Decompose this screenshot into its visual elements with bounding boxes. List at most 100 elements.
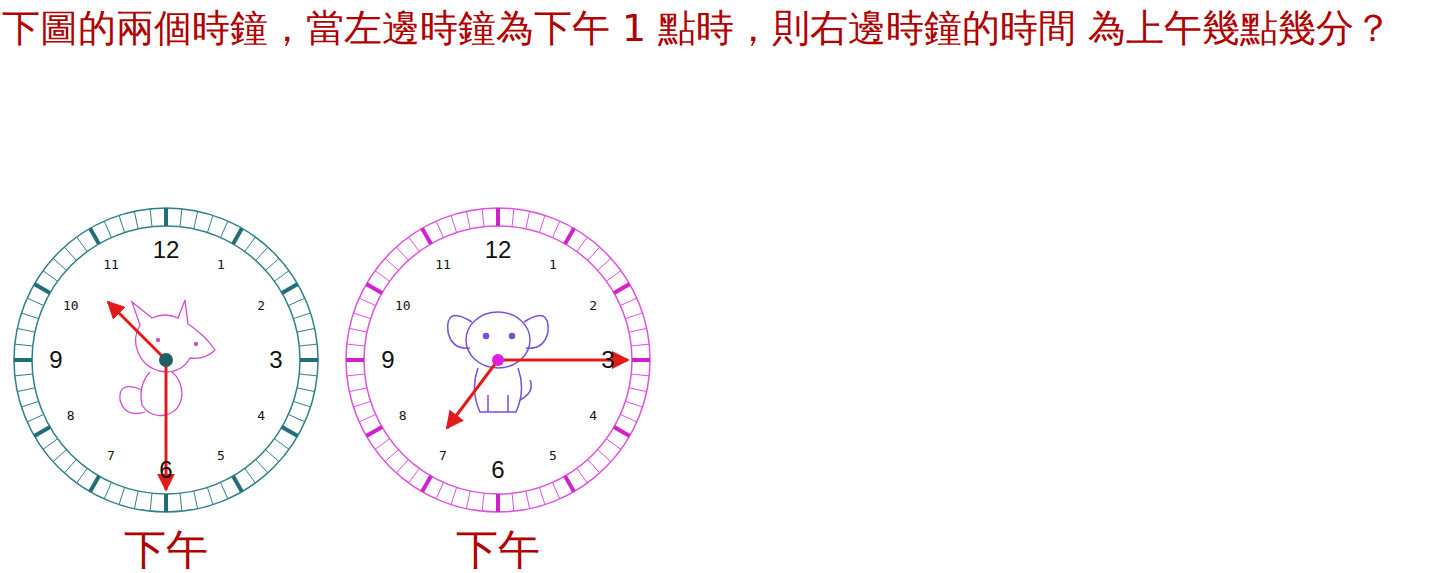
minute-tick <box>359 415 375 422</box>
minute-tick <box>282 427 298 436</box>
minute-tick <box>245 237 256 252</box>
minute-tick <box>396 247 408 260</box>
minute-tick <box>553 482 560 498</box>
minute-tick <box>436 482 443 498</box>
minute-tick <box>299 374 317 376</box>
minute-tick <box>77 468 88 483</box>
time-caption: 下午 <box>124 529 208 571</box>
minute-tick <box>180 493 182 511</box>
minute-tick <box>119 487 125 504</box>
minute-tick <box>134 491 138 509</box>
clock-number: 1 <box>549 258 557 271</box>
minute-tick <box>366 427 382 436</box>
dog-mascot <box>448 312 548 412</box>
minute-tick <box>409 237 420 252</box>
minute-tick <box>43 439 58 450</box>
minute-tick <box>553 221 560 237</box>
minute-tick <box>620 298 636 305</box>
minute-tick <box>496 494 500 512</box>
minute-tick <box>17 328 35 332</box>
minute-tick <box>274 271 289 282</box>
minute-tick <box>207 215 213 232</box>
clock-number: 11 <box>435 258 451 271</box>
minute-tick <box>631 344 649 346</box>
clock-number: 12 <box>485 238 512 262</box>
minute-tick <box>27 298 43 305</box>
minute-tick <box>297 328 315 332</box>
minute-tick <box>43 271 58 282</box>
minute-tick <box>119 215 125 232</box>
minute-tick <box>436 221 443 237</box>
minute-tick <box>526 211 530 229</box>
clock-hands <box>108 302 628 490</box>
clock-rim <box>364 226 632 494</box>
minute-tick <box>539 215 545 232</box>
minute-tick <box>565 476 574 492</box>
clock-number: 11 <box>103 258 119 271</box>
minute-tick <box>134 211 138 229</box>
minute-tick <box>598 258 611 270</box>
minute-tick <box>539 487 545 504</box>
minute-tick <box>629 328 647 332</box>
clock-rim <box>32 226 300 494</box>
clock-number: 7 <box>107 449 115 462</box>
minute-tick <box>164 494 168 512</box>
minute-tick <box>349 388 367 392</box>
minute-tick <box>588 247 600 260</box>
minute-tick <box>375 271 390 282</box>
minute-tick <box>466 211 470 229</box>
minute-tick <box>77 237 88 252</box>
clock-node: 121234567891011下午 <box>343 205 653 573</box>
minute-tick <box>629 388 647 392</box>
center-pin <box>492 354 504 366</box>
minute-tick <box>606 439 621 450</box>
clock-number: 1 <box>217 258 225 271</box>
minute-tick <box>293 313 310 319</box>
clock-number: 10 <box>63 299 79 312</box>
clock-face <box>14 208 318 512</box>
minute-tick <box>482 493 484 511</box>
minute-tick <box>256 460 268 473</box>
minute-tick <box>385 450 398 462</box>
minute-tick <box>14 358 32 362</box>
minute-tick <box>422 228 431 244</box>
minute-tick <box>150 209 152 227</box>
minute-tick <box>221 221 228 237</box>
minute-tick <box>90 228 99 244</box>
minute-tick <box>299 344 317 346</box>
clock-rim <box>346 208 650 512</box>
minute-tick <box>496 208 500 226</box>
minute-tick <box>349 328 367 332</box>
minute-tick <box>274 439 289 450</box>
minute-tick <box>396 460 408 473</box>
minute-tick <box>15 374 33 376</box>
minute-tick <box>614 284 630 293</box>
clock-number: 3 <box>269 348 282 372</box>
minute-tick <box>353 401 370 407</box>
clock-number: 2 <box>257 299 265 312</box>
minute-tick <box>21 313 38 319</box>
minute-tick <box>347 344 365 346</box>
minute-tick <box>194 491 198 509</box>
minute-tick <box>366 284 382 293</box>
clock-number: 12 <box>153 238 180 262</box>
clock-number: 6 <box>491 458 504 482</box>
minute-tick <box>164 208 168 226</box>
clock-number: 5 <box>217 449 225 462</box>
minute-tick <box>221 482 228 498</box>
clock-number: 10 <box>395 299 411 312</box>
clock-node: 121234567891011下午 <box>11 205 321 573</box>
minute-tick <box>625 401 642 407</box>
minute-tick <box>577 237 588 252</box>
minute-tick <box>256 247 268 260</box>
minute-tick <box>409 468 420 483</box>
clock-number: 4 <box>257 409 265 422</box>
minute-tick <box>297 388 315 392</box>
clock-number: 8 <box>399 409 407 422</box>
minute-tick <box>588 460 600 473</box>
minute-tick <box>293 401 310 407</box>
minute-tick <box>565 228 574 244</box>
clock-number: 9 <box>381 348 394 372</box>
minute-tick <box>526 491 530 509</box>
